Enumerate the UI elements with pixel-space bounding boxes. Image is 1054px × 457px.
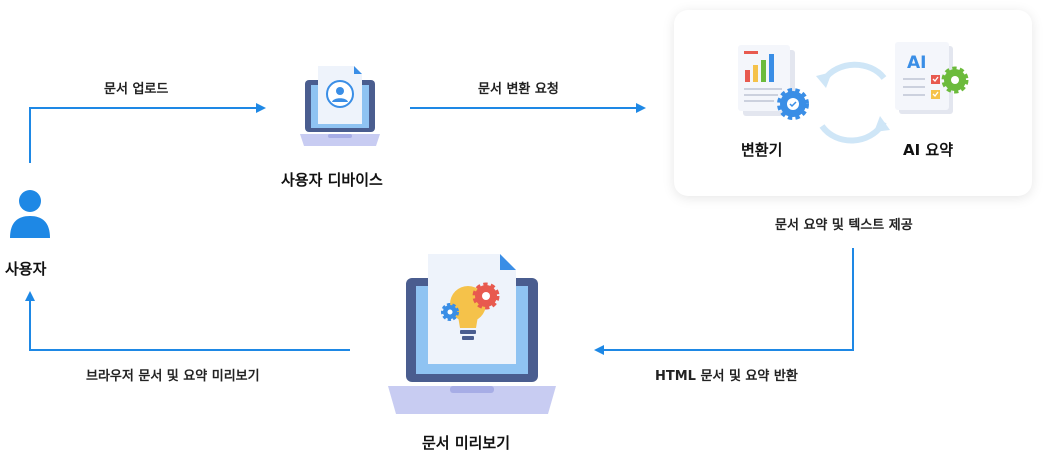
ai-summary-label: AI 요약 — [903, 141, 954, 159]
arrow-return — [594, 248, 854, 355]
ai-text: AI — [907, 53, 926, 73]
edge-label-browser-preview: 브라우저 문서 및 요약 미리보기 — [86, 369, 260, 384]
edge-label-return-html: HTML 문서 및 요약 반환 — [655, 369, 798, 384]
ai-summary-icon: AI — [895, 42, 969, 114]
user-icon — [10, 190, 50, 238]
doc-preview-label: 문서 미리보기 — [422, 434, 511, 452]
user-device-label: 사용자 디바이스 — [281, 171, 383, 189]
arrow-upload — [29, 103, 266, 163]
user-label: 사용자 — [5, 260, 47, 278]
edge-label-upload: 문서 업로드 — [104, 82, 169, 97]
laptop-icon — [300, 66, 380, 146]
processing-panel — [674, 10, 1032, 196]
converter-icon — [738, 45, 809, 120]
document-preview-icon — [388, 254, 556, 414]
edge-label-provide-summary: 문서 요약 및 텍스트 제공 — [775, 218, 913, 233]
edge-label-convert-request: 문서 변환 요청 — [478, 82, 559, 97]
converter-label: 변환기 — [741, 141, 783, 159]
arrow-browser-preview — [25, 291, 350, 351]
cycle-icon — [816, 61, 890, 144]
